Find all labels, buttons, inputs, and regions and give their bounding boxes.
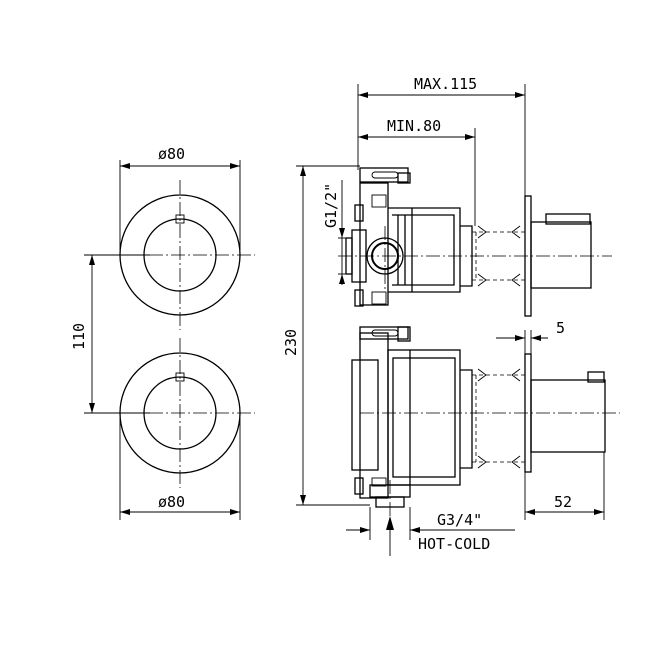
- dim-total-height-label: 230: [282, 329, 300, 356]
- dim-bottom-inlet-usage-label: HOT-COLD: [418, 535, 490, 553]
- side-view: MAX.115 MIN.80 230 G1/2": [282, 75, 620, 556]
- dim-center-distance-label: 110: [70, 323, 88, 350]
- dim-center-distance: 110: [70, 254, 150, 414]
- upper-handle: [530, 221, 592, 289]
- dim-plate-thickness: 5: [496, 319, 565, 354]
- front-view: ø80 ø80 110: [70, 145, 255, 520]
- hidden-lines: [472, 225, 528, 469]
- dim-top-diameter-label: ø80: [158, 145, 185, 163]
- dim-min-depth-label: MIN.80: [387, 117, 441, 135]
- dim-top-diameter: ø80: [119, 145, 241, 250]
- dim-side-inlet-label: G1/2": [322, 183, 340, 228]
- dim-bottom-diameter-label: ø80: [158, 493, 185, 511]
- dim-total-height: 230: [282, 165, 370, 506]
- dim-bottom-inlet-thread-label: G3/4": [437, 511, 482, 529]
- dim-handle-projection: 52: [524, 452, 605, 520]
- dim-max-depth-label: MAX.115: [414, 75, 477, 93]
- upper-valve-body: [345, 167, 473, 307]
- dim-bottom-inlet: G3/4" HOT-COLD: [346, 507, 515, 556]
- dim-handle-projection-label: 52: [554, 493, 572, 511]
- dim-plate-thickness-label: 5: [556, 319, 565, 337]
- lower-handle: [530, 379, 606, 453]
- dim-min-depth: MIN.80: [358, 117, 476, 226]
- dim-side-inlet: G1/2": [322, 180, 352, 285]
- lower-valve-body: [351, 326, 473, 508]
- dim-bottom-diameter: ø80: [119, 418, 241, 520]
- dim-max-depth: MAX.115: [357, 75, 526, 200]
